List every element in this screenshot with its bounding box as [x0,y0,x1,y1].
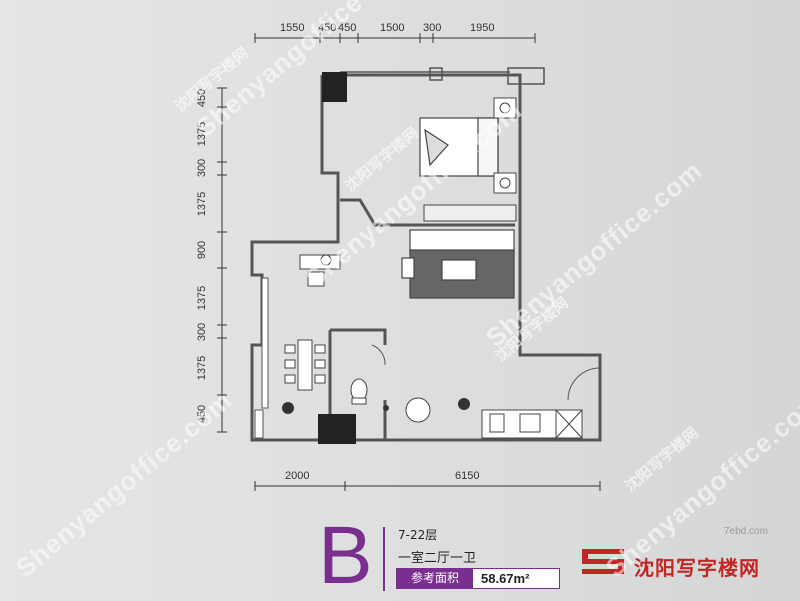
info-divider [383,527,385,591]
left-dimension-line [217,87,227,433]
sofa-set [401,229,515,299]
brand-name: 沈阳写字楼网 [634,556,760,580]
dim-top-2: 450 [318,22,337,34]
brand-logo-icon [582,549,624,574]
bottom-dimension-line [254,481,601,491]
floor-range: 7-22层 [398,528,438,542]
dim-top-5: 300 [423,22,442,34]
dim-left-1: 450 [196,88,209,108]
dim-left-4: 1375 [196,191,209,217]
nightstands [493,97,517,194]
area-value: 58.67m² [481,571,530,586]
top-dimension-line [254,33,536,43]
dim-left-5: 900 [196,240,209,260]
bathroom-fixtures [350,378,431,423]
dim-left-9: 450 [196,404,209,424]
area-label: 参考面积 [397,569,473,588]
window-lower-left [254,409,264,439]
window-top-right [507,67,545,85]
bathroom-door [371,344,386,366]
dim-left-3: 300 [196,158,209,178]
column-bottom [318,414,356,444]
entrance-door [567,367,601,401]
area-box: 参考面积 58.67m² [396,568,560,589]
desk [299,254,341,287]
column-top [322,72,347,102]
dim-left-7: 300 [196,322,209,342]
dim-bottom-1: 2000 [285,470,310,482]
dim-top-4: 1500 [380,22,405,34]
dim-top-3: 450 [338,22,357,34]
dim-left-6: 1375 [196,285,209,311]
window-left [261,277,269,409]
dim-top-1: 1550 [280,22,305,34]
kitchen-counter [481,409,583,439]
dim-top-6: 1950 [470,22,495,34]
window-top-left [429,67,443,81]
dim-left-2: 1375 [196,121,209,147]
tv-cabinet [423,204,517,222]
dim-left-8: 1375 [196,355,209,381]
site-url: 7ebd.com [724,526,768,537]
dim-bottom-2: 6150 [455,470,480,482]
dining-table [284,339,326,391]
bed [419,117,499,177]
unit-letter: B [318,510,373,601]
plants [282,398,470,414]
layout-type: 一室二厅一卫 [398,551,477,566]
